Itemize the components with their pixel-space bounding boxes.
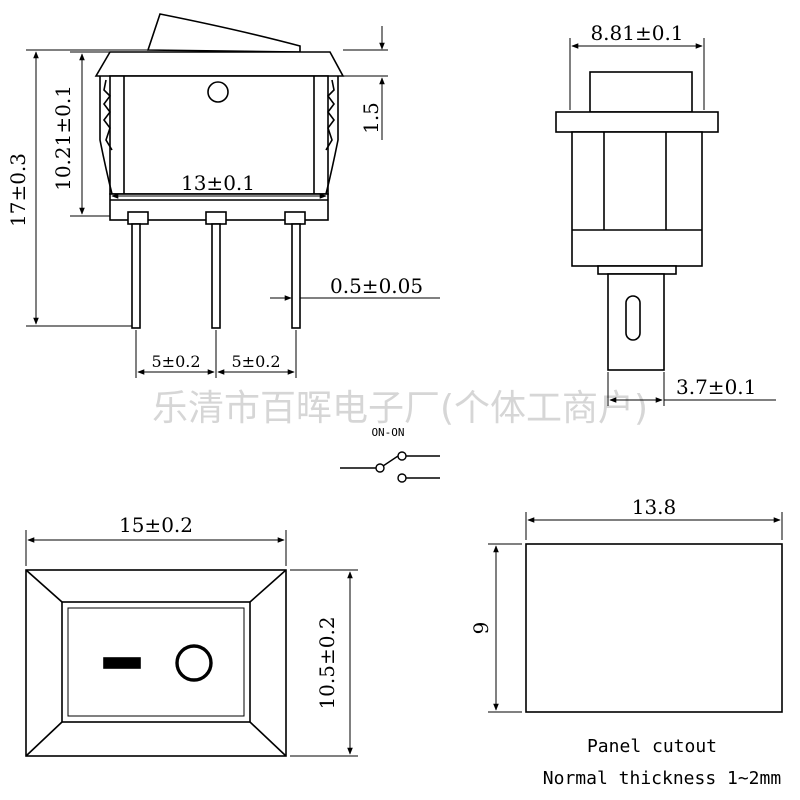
dim-pin-width: 3.7±0.1 <box>676 375 756 399</box>
end-flange <box>555 111 719 133</box>
indicator-hole <box>207 81 229 103</box>
snap-clip-left <box>99 76 125 195</box>
front-view <box>25 569 287 757</box>
dim-pin-pitch-2: 5±0.2 <box>231 352 280 371</box>
schematic-label: ON-ON <box>371 426 404 439</box>
panel-cutout-rect <box>525 543 783 713</box>
actuator <box>589 71 693 113</box>
dim-pin-pitch-1: 5±0.2 <box>151 352 200 371</box>
off-mark <box>175 644 213 682</box>
pin-1 <box>131 223 141 329</box>
dim-pin-thickness: 0.5±0.05 <box>330 274 423 298</box>
snap-clip-right <box>313 76 339 195</box>
watermark-text: 乐清市百晖电子厂(个体工商户) <box>152 388 648 429</box>
dim-cutout-height: 9 <box>469 622 493 635</box>
switch-schematic <box>340 451 440 483</box>
dim-height-body: 10.21±0.1 <box>51 85 75 191</box>
side-view <box>94 13 345 329</box>
rocker-cap <box>146 13 301 53</box>
end-view <box>555 71 719 371</box>
dim-front-width: 15±0.2 <box>119 513 193 537</box>
on-mark <box>103 657 141 669</box>
dim-height-total: 17±0.3 <box>6 153 30 227</box>
end-body <box>571 131 703 267</box>
dim-cutout-width: 13.8 <box>632 495 677 519</box>
dim-width-body: 13±0.1 <box>181 171 255 195</box>
panel-cutout-title: Panel cutout <box>587 736 717 757</box>
pin-2 <box>211 223 221 329</box>
panel-thickness-note: Normal thickness 1~2mm <box>543 768 781 789</box>
pin-3 <box>291 223 301 329</box>
dim-front-height: 10.5±0.2 <box>315 616 339 709</box>
dim-end-width: 8.81±0.1 <box>590 21 683 45</box>
pin-slot <box>625 295 641 341</box>
flange <box>94 51 345 77</box>
dim-step: 1.5 <box>359 102 383 134</box>
